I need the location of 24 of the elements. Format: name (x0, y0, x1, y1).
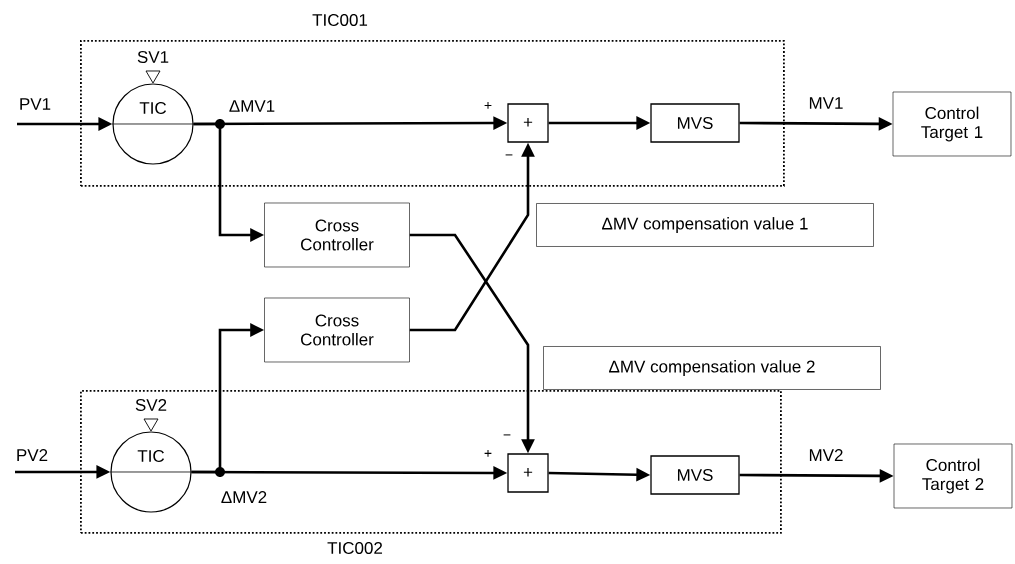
target-box: Control Target 1 (892, 91, 1012, 157)
controller-box: Cross Controller (264, 202, 410, 268)
sign-label: + (484, 449, 492, 457)
setpoint-label: SV1 (137, 51, 169, 63)
signal-label: PV2 (17, 449, 48, 461)
function-box: MVS (650, 455, 740, 495)
signal-label: MV2 (809, 449, 843, 461)
summing-box: + (507, 453, 549, 493)
setpoint-label: SV2 (135, 398, 167, 411)
annotation-box: ΔMV compensation value 2 (543, 346, 881, 390)
function-box: MVS (650, 103, 740, 143)
node-label: TIC001 (312, 13, 368, 27)
signal-label: ΔMV1 (229, 100, 275, 112)
controller-box: Cross Controller (264, 297, 410, 363)
target-box: Control Target 2 (893, 443, 1013, 509)
signal-label: ΔMV2 (221, 491, 267, 503)
summing-box: + (507, 103, 549, 143)
annotation-box: ΔMV compensation value 1 (536, 203, 874, 247)
node-label: TIC002 (327, 541, 383, 555)
sign-label: − (503, 434, 511, 436)
signal-label: PV1 (20, 98, 51, 110)
sign-label: − (505, 154, 513, 156)
sign-label: + (484, 101, 492, 109)
signal-label: MV1 (809, 97, 843, 109)
